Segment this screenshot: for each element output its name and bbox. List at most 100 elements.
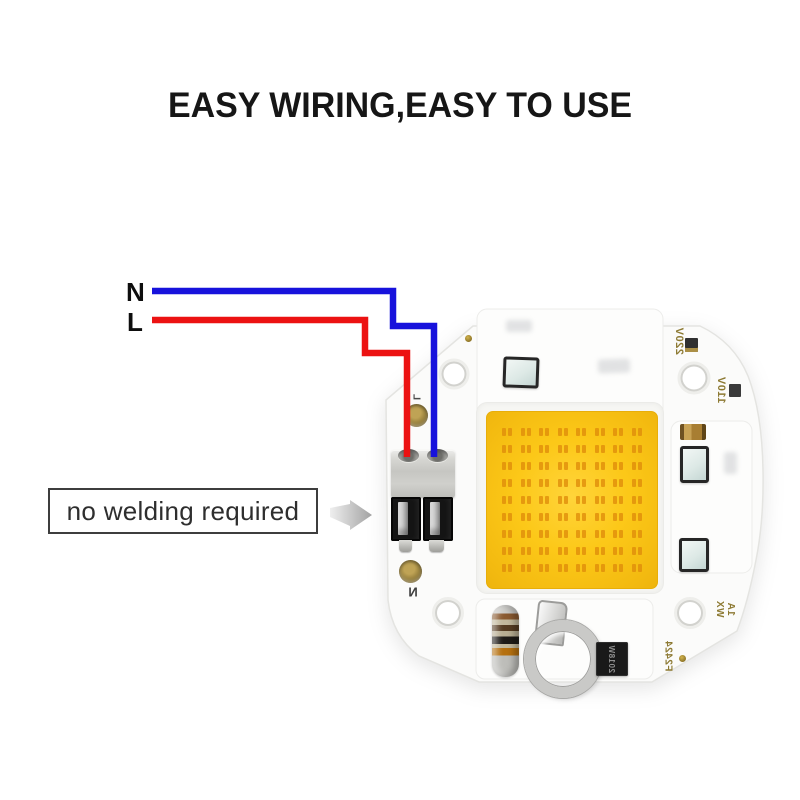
page-title: EASY WIRING,EASY TO USE	[167, 86, 633, 125]
annotation-box: no welding required	[48, 488, 318, 534]
led-dot	[517, 559, 536, 576]
led-dot	[535, 424, 554, 441]
marking-voltage-low: 110V	[715, 376, 727, 404]
led-dot	[535, 559, 554, 576]
smudge-mark	[506, 320, 532, 332]
led-dot	[554, 492, 573, 509]
led-dot	[554, 559, 573, 576]
neutral-wire-label: N	[126, 277, 145, 307]
led-dot	[591, 441, 610, 458]
led-dot	[535, 492, 554, 509]
led-dot	[517, 475, 536, 492]
solder-pad-bottom	[399, 560, 422, 583]
led-dot	[498, 559, 517, 576]
led-dot	[628, 525, 647, 542]
led-dot	[609, 559, 628, 576]
capacitor-top	[502, 356, 540, 389]
led-dot	[628, 458, 647, 475]
led-dot	[609, 508, 628, 525]
led-dot	[554, 475, 573, 492]
marking-rating: 1A WX	[714, 600, 736, 617]
led-dot	[517, 458, 536, 475]
driver-ic: 2018W	[596, 642, 628, 676]
capacitor-right-upper	[680, 446, 709, 483]
wire-live	[152, 316, 411, 457]
terminal-tab	[429, 540, 444, 552]
terminal-socket-live	[391, 497, 421, 541]
led-dot	[498, 525, 517, 542]
retaining-clip-ring	[524, 620, 602, 698]
led-dot	[591, 475, 610, 492]
led-dot	[498, 458, 517, 475]
led-dot	[554, 441, 573, 458]
led-dot	[498, 475, 517, 492]
led-dot	[628, 441, 647, 458]
led-dot	[572, 475, 591, 492]
led-dot	[609, 525, 628, 542]
led-dot	[609, 441, 628, 458]
led-dot	[628, 542, 647, 559]
led-dot	[517, 441, 536, 458]
led-dot	[572, 508, 591, 525]
led-dot	[572, 424, 591, 441]
led-dot	[572, 542, 591, 559]
led-dot	[572, 559, 591, 576]
led-dot	[609, 458, 628, 475]
terminal-contact	[430, 502, 440, 535]
capacitor-right-lower	[679, 538, 709, 572]
resistor	[492, 605, 519, 677]
led-dot	[609, 492, 628, 509]
led-dot	[554, 458, 573, 475]
led-dot	[517, 424, 536, 441]
led-dot	[572, 458, 591, 475]
solder-pad-top	[405, 404, 428, 427]
led-dot	[554, 542, 573, 559]
led-dot	[591, 492, 610, 509]
led-dot	[535, 525, 554, 542]
led-dot	[517, 542, 536, 559]
led-dot	[498, 492, 517, 509]
smd-component	[685, 338, 698, 352]
led-dot	[591, 525, 610, 542]
smudge-mark	[597, 358, 631, 374]
mounting-hole-bottom-right	[674, 597, 706, 629]
led-dot-grid	[498, 424, 646, 576]
fiducial-dot	[465, 335, 472, 342]
marking-batch-code: F2424	[662, 640, 674, 672]
mounting-hole-top-left	[438, 358, 470, 390]
led-dot	[535, 458, 554, 475]
marking-voltage-high: 220V	[673, 327, 685, 355]
terminal-wire-hole-neutral	[427, 449, 448, 462]
led-dot	[591, 458, 610, 475]
marking-current: 1A	[725, 602, 736, 616]
led-dot	[535, 508, 554, 525]
marking-maker: WX	[714, 600, 725, 618]
led-dot	[498, 508, 517, 525]
led-dot	[628, 492, 647, 509]
led-dot	[591, 508, 610, 525]
terminal-wire-hole-live	[398, 449, 419, 462]
diode	[680, 424, 706, 440]
led-dot	[572, 525, 591, 542]
led-dot	[535, 542, 554, 559]
mounting-hole-bottom-left	[432, 597, 464, 629]
led-dot	[591, 424, 610, 441]
terminal-socket-neutral	[423, 497, 453, 541]
led-dot	[591, 542, 610, 559]
led-dot	[609, 475, 628, 492]
terminal-contact	[398, 502, 408, 535]
mounting-hole-top-right	[677, 361, 711, 395]
led-dot	[554, 424, 573, 441]
led-dot	[628, 508, 647, 525]
led-dot	[591, 559, 610, 576]
led-dot	[517, 525, 536, 542]
led-dot	[628, 475, 647, 492]
annotation-text: no welding required	[66, 495, 300, 526]
led-dot	[572, 441, 591, 458]
led-dot	[498, 441, 517, 458]
fiducial-dot	[679, 655, 686, 662]
led-dot	[517, 508, 536, 525]
right-arrow-icon	[330, 500, 372, 530]
wire-neutral	[152, 287, 438, 457]
